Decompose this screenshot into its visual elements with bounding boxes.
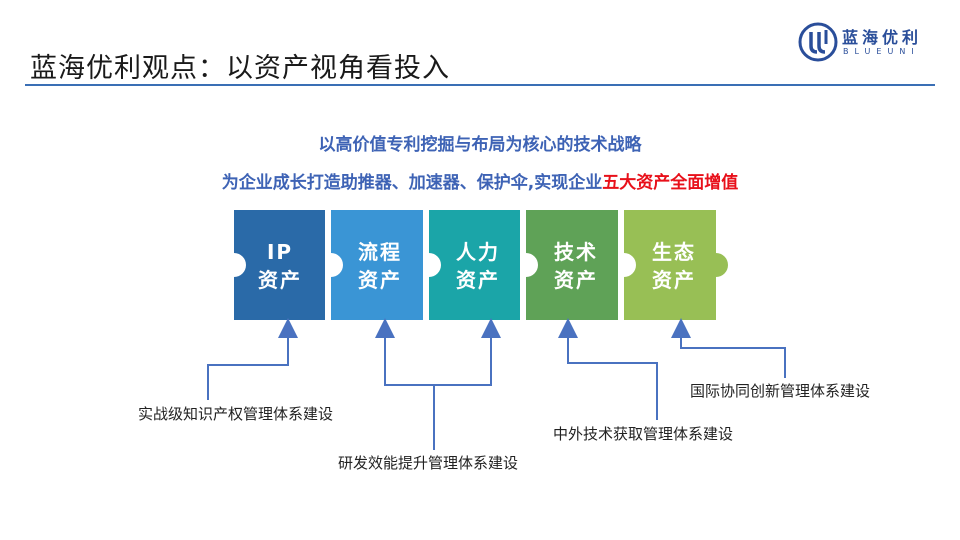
puzzle-piece-ip-assets (234, 210, 325, 320)
piece-label-human-line2: 资产 (456, 268, 500, 292)
title-divider (25, 84, 935, 86)
piece-label-eco: 生态资产 (634, 238, 714, 294)
puzzle-piece-process-assets (331, 210, 423, 320)
piece-label-ip-line1: IP (266, 240, 294, 264)
piece-label-ip-line2: 资产 (258, 268, 302, 292)
headline-line-2-prefix: 为企业成长打造助推器、加速器、保护伞,实现企业 (221, 173, 603, 193)
caption-tech-acquisition: 中外技术获取管理体系建设 (553, 425, 734, 443)
company-logo: 蓝海优利 BLUEUNI (798, 22, 938, 64)
piece-label-eco-line2: 资产 (652, 268, 696, 292)
blueuni-logo-icon (798, 22, 838, 62)
headline-line-2: 为企业成长打造助推器、加速器、保护伞,实现企业五大资产全面增值 (0, 168, 960, 193)
connector-ip (207, 318, 298, 400)
puzzle-piece-tech-assets (526, 210, 618, 320)
piece-label-ip: IP 资产 (240, 238, 320, 294)
piece-label-eco-line1: 生态 (652, 240, 696, 264)
caption-innovation-collab: 国际协同创新管理体系建设 (690, 382, 871, 400)
connector-eco (671, 318, 786, 378)
piece-label-tech-line1: 技术 (554, 240, 598, 264)
logo-text-en: BLUEUNI (843, 47, 920, 56)
connector-human (433, 318, 501, 450)
connector-process (375, 318, 435, 450)
piece-label-human-line1: 人力 (456, 240, 500, 264)
page-title: 蓝海优利观点：以资产视角看投入 (30, 53, 450, 84)
connector-tech (558, 318, 658, 420)
headline-line-1: 以高价值专利挖掘与布局为核心的技术战略 (318, 135, 642, 155)
caption-ip-management: 实战级知识产权管理体系建设 (138, 405, 334, 423)
piece-label-tech-line2: 资产 (554, 268, 598, 292)
piece-label-process: 流程资产 (340, 238, 420, 294)
piece-label-tech: 技术资产 (536, 238, 616, 294)
logo-text-cn: 蓝海优利 (842, 28, 923, 47)
puzzle-piece-human-assets (429, 210, 520, 320)
piece-label-human: 人力资产 (438, 238, 518, 294)
headline-line-2-highlight: 五大资产全面增值 (602, 173, 739, 193)
puzzle-piece-eco-assets (624, 210, 728, 320)
piece-label-process-line1: 流程 (358, 240, 402, 264)
piece-label-process-line2: 资产 (358, 268, 402, 292)
caption-rd-efficiency: 研发效能提升管理体系建设 (338, 454, 519, 472)
